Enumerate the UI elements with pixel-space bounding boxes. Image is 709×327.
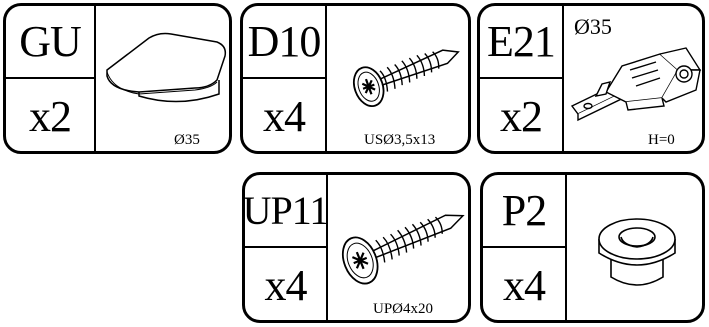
part-code-cell: D10 — [243, 6, 327, 79]
long-screw-icon — [341, 214, 465, 285]
part-code-cell: P2 — [483, 175, 567, 248]
part-code: UP11 — [242, 187, 329, 233]
part-qty: x4 — [503, 260, 546, 310]
cam-disc-icon — [106, 32, 227, 103]
part-note: UPØ4x20 — [373, 301, 434, 317]
part-qty-cell: x4 — [243, 79, 327, 151]
part-code: E21 — [487, 16, 556, 66]
part-qty: x4 — [263, 91, 306, 141]
hinge-diameter-label: Ø35 — [574, 14, 612, 39]
part-qty-cell: x4 — [245, 248, 328, 320]
part-note: USØ3,5x13 — [364, 132, 436, 148]
part-qty-cell: x2 — [6, 79, 96, 151]
hinge-icon — [570, 47, 702, 122]
part-code: P2 — [501, 185, 547, 235]
part-code-cell: E21 — [480, 6, 564, 79]
part-code-cell: UP11 — [242, 175, 329, 248]
part-code: GU — [19, 16, 82, 66]
plug-icon — [598, 218, 676, 286]
part-card-up11: UP11 x4 UPØ4x20 — [242, 172, 471, 323]
part-qty-cell: x4 — [483, 248, 567, 320]
part-code: D10 — [247, 16, 322, 66]
part-code-cell: GU — [6, 6, 96, 79]
part-qty: x4 — [264, 260, 308, 310]
part-qty-cell: x2 — [480, 79, 564, 151]
part-qty: x2 — [500, 91, 543, 141]
screw-icon — [352, 49, 460, 107]
part-card-d10: D10 x4 USØ3,5x13 — [240, 3, 471, 154]
part-note: Ø35 — [174, 132, 200, 148]
part-note: H=0 — [648, 132, 675, 148]
part-qty: x2 — [29, 91, 72, 141]
part-card-gu: GU x2 Ø35 — [3, 3, 232, 154]
part-card-e21: E21 x2 Ø35 H=0 — [477, 3, 705, 154]
part-card-p2: P2 x4 — [480, 172, 705, 323]
